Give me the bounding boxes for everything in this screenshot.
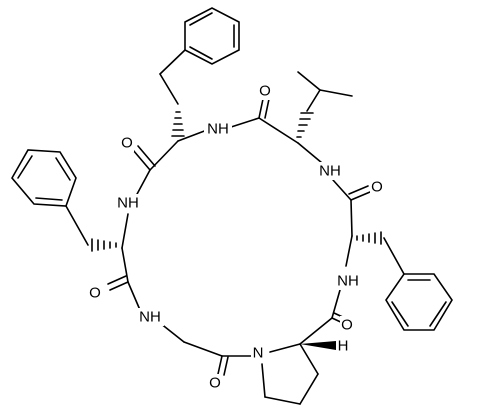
hashed-stereo-bond (91, 238, 117, 252)
proline-nitrogen-label: N (253, 345, 264, 362)
carbonyl-oxygen-label: O (209, 375, 221, 392)
hashed-stereo-bond (296, 112, 314, 138)
bond (348, 185, 369, 195)
bond (109, 281, 129, 291)
carbonyl-oxygen-label: O (259, 83, 271, 100)
pyrrolidine-ring (261, 343, 319, 405)
amide-nh-label: NH (337, 273, 359, 290)
bond (159, 322, 185, 343)
bond (121, 247, 129, 283)
bond (264, 98, 270, 119)
bond (159, 49, 186, 75)
amide-nh-label: NH (319, 163, 341, 180)
label-background (258, 82, 272, 100)
amide-nh-label: NH (139, 309, 161, 326)
hashed-stereo-bond (356, 231, 382, 245)
bond (227, 117, 260, 129)
phenyl-ring-top (184, 7, 240, 65)
bond (217, 355, 223, 375)
label-background (370, 178, 384, 196)
label-background (88, 284, 102, 302)
label-background (136, 308, 164, 326)
phenyl-ring-right (385, 273, 453, 331)
carbonyl-oxygen-label: O (341, 317, 353, 334)
bond (159, 73, 179, 105)
bond (65, 205, 89, 246)
hydrogen-label: H (338, 338, 349, 355)
bond (299, 317, 333, 345)
bond (135, 169, 151, 197)
bond (121, 213, 129, 249)
bond (350, 199, 353, 237)
hashed-stereo-bond (171, 111, 185, 137)
label-background (114, 194, 142, 212)
carbonyl-oxygen-label: O (89, 285, 101, 302)
label-background (316, 162, 344, 180)
bond (223, 356, 229, 376)
label-background (251, 344, 265, 362)
bond (127, 281, 141, 311)
bond (177, 129, 208, 142)
bond (132, 149, 151, 171)
bond (319, 89, 353, 97)
bond (383, 237, 405, 275)
label-background (334, 272, 362, 290)
bond (297, 71, 321, 91)
carbonyl-oxygen-label: O (121, 135, 133, 152)
bond (297, 142, 323, 164)
bond (306, 89, 321, 112)
amide-nh-label: NH (207, 121, 229, 138)
bond (149, 140, 179, 171)
bond (345, 235, 353, 267)
bond (350, 191, 371, 201)
bond (183, 341, 223, 357)
bond (107, 275, 127, 285)
bond (332, 179, 352, 201)
bond (258, 98, 264, 119)
label-background (336, 337, 350, 355)
label-background (204, 120, 232, 138)
bold-wedge-bond (300, 341, 336, 350)
bond (137, 145, 156, 167)
label-background (208, 374, 222, 392)
label-background (120, 134, 134, 152)
phenyl-ring-left (11, 149, 77, 207)
bond (258, 117, 299, 144)
carbonyl-oxygen-label: O (371, 179, 383, 196)
label-background (340, 316, 354, 334)
amide-nh-label: NH (117, 195, 139, 212)
